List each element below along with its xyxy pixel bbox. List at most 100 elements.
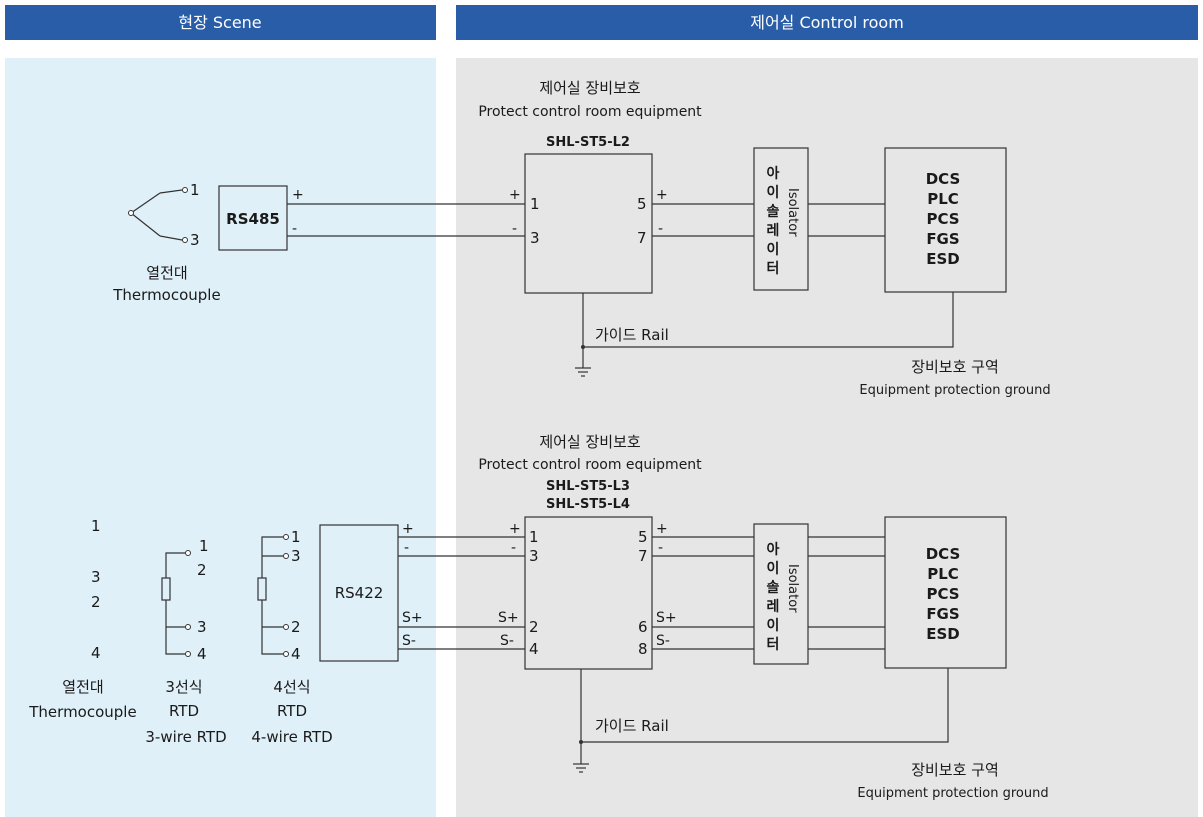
top-protect-title-ko: 제어실 장비보호 xyxy=(539,79,641,97)
svg-text:1: 1 xyxy=(91,517,101,535)
top-rail-node xyxy=(581,345,585,349)
svg-text:-: - xyxy=(404,540,409,556)
rs485-box xyxy=(218,185,288,251)
svg-text:2: 2 xyxy=(529,618,539,636)
top-isolator-en: Isolator xyxy=(785,188,800,237)
svg-text:2: 2 xyxy=(291,618,301,636)
bottom-tc-pins: 1 3 2 4 xyxy=(91,517,101,662)
top-ground-en: Equipment protection ground xyxy=(859,383,1050,398)
top-dcs-box xyxy=(884,147,1007,293)
top-in-pin-1: 1 xyxy=(530,195,540,213)
svg-text:이: 이 xyxy=(767,560,780,577)
bottom-tc-label-en: Thermocouple xyxy=(28,703,136,721)
svg-text:2: 2 xyxy=(91,593,101,611)
top-tc-label-ko: 열전대 xyxy=(146,264,187,282)
top-isolator-box xyxy=(753,147,809,291)
bottom-model-label-1: SHL-ST5-L3 xyxy=(546,479,630,494)
svg-text:+: + xyxy=(656,521,668,537)
svg-text:4: 4 xyxy=(291,645,301,663)
bottom-wire-labels-out: + - S+ S- xyxy=(656,521,677,649)
svg-text:4: 4 xyxy=(91,644,101,662)
svg-text:아: 아 xyxy=(767,541,780,558)
svg-text:아: 아 xyxy=(767,165,780,182)
bottom-in-pins: 1 3 2 4 xyxy=(529,528,539,658)
bottom-isolator-ko: 아 이 솔 레 이 터 xyxy=(767,541,780,653)
svg-text:솔: 솔 xyxy=(767,580,780,596)
top-protect-title-en: Protect control room equipment xyxy=(478,104,702,120)
svg-text:4: 4 xyxy=(529,640,539,658)
rtd3-pins: 1 2 3 4 xyxy=(197,537,209,663)
rs422-box xyxy=(319,524,399,662)
bottom-tc-label-ko: 열전대 xyxy=(62,678,103,696)
svg-text:8: 8 xyxy=(638,640,648,658)
svg-text:PCS: PCS xyxy=(926,210,959,228)
svg-text:S-: S- xyxy=(402,633,416,649)
bottom-out-pins: 5 7 6 8 xyxy=(638,528,648,658)
svg-text:3: 3 xyxy=(529,547,539,565)
rtd3-label-mid: RTD xyxy=(169,702,199,720)
top-isolator-ko: 아 이 솔 레 이 터 xyxy=(767,165,780,277)
svg-text:+: + xyxy=(509,521,521,537)
svg-text:1: 1 xyxy=(291,528,301,546)
bottom-dcs-box xyxy=(884,516,1007,669)
svg-text:S-: S- xyxy=(656,633,670,649)
svg-text:5: 5 xyxy=(638,528,648,546)
rtd4-label-ko: 4선식 xyxy=(273,678,310,696)
svg-text:S+: S+ xyxy=(402,610,423,626)
shl-st5-l3-l4-box xyxy=(524,516,653,670)
svg-text:FGS: FGS xyxy=(926,605,959,623)
bottom-isolator-box xyxy=(753,523,809,665)
svg-text:2: 2 xyxy=(197,561,207,579)
top-tc-pin-3: 3 xyxy=(190,231,200,249)
svg-text:7: 7 xyxy=(638,547,648,565)
svg-text:3: 3 xyxy=(197,618,207,636)
svg-text:3: 3 xyxy=(91,568,101,586)
scene-header-bar xyxy=(5,5,436,40)
top-out-pin-5: 5 xyxy=(637,195,647,213)
svg-text:이: 이 xyxy=(767,184,780,201)
top-tc-label-en: Thermocouple xyxy=(112,286,220,304)
bottom-ground-en: Equipment protection ground xyxy=(857,786,1048,801)
top-out-pin-7: 7 xyxy=(637,229,647,247)
svg-text:1: 1 xyxy=(199,537,209,555)
control-zone xyxy=(456,58,1198,817)
scene-zone xyxy=(5,58,436,817)
top-wire-minus-out: - xyxy=(658,221,663,237)
svg-text:PLC: PLC xyxy=(927,190,959,208)
rtd4-pins: 1 3 2 4 xyxy=(291,528,301,663)
rtd3-label-ko: 3선식 xyxy=(165,678,202,696)
svg-text:터: 터 xyxy=(767,261,780,277)
svg-text:-: - xyxy=(511,540,516,556)
rtd4-symbol xyxy=(257,534,289,657)
svg-text:터: 터 xyxy=(767,637,780,653)
svg-text:레: 레 xyxy=(767,223,780,239)
bottom-isolator-en: Isolator xyxy=(785,564,800,613)
svg-text:+: + xyxy=(402,521,414,537)
top-wire-minus-in: - xyxy=(512,221,517,237)
rs422-label: RS422 xyxy=(335,584,384,602)
top-in-pin-3: 3 xyxy=(530,229,540,247)
svg-text:S+: S+ xyxy=(656,610,677,626)
top-model-label: SHL-ST5-L2 xyxy=(546,135,630,150)
scene-header-title: 현장 Scene xyxy=(178,13,261,32)
top-tc-pin-1: 1 xyxy=(190,181,200,199)
svg-text:DCS: DCS xyxy=(926,545,961,563)
svg-text:S-: S- xyxy=(500,633,514,649)
rtd3-symbol xyxy=(161,550,191,657)
bottom-rail-node xyxy=(579,740,583,744)
bottom-systems-list: DCS PLC PCS FGS ESD xyxy=(926,545,961,643)
rtd4-label-en: 4-wire RTD xyxy=(251,728,332,746)
top-wire-plus-left: + xyxy=(292,187,304,203)
svg-text:PCS: PCS xyxy=(926,585,959,603)
bottom-ground-icon xyxy=(573,763,589,773)
rtd3-label-en: 3-wire RTD xyxy=(145,728,226,746)
bottom-wire-labels-left: + - S+ S- xyxy=(402,521,423,649)
bottom-ground-ko: 장비보호 구역 xyxy=(911,761,999,779)
top-thermocouple-symbol xyxy=(128,187,188,243)
bottom-wire-labels-in: + - S+ S- xyxy=(498,521,521,649)
top-wire-plus-in: + xyxy=(509,187,521,203)
svg-text:1: 1 xyxy=(529,528,539,546)
bottom-model-label-2: SHL-ST5-L4 xyxy=(546,497,630,512)
svg-text:FGS: FGS xyxy=(926,230,959,248)
